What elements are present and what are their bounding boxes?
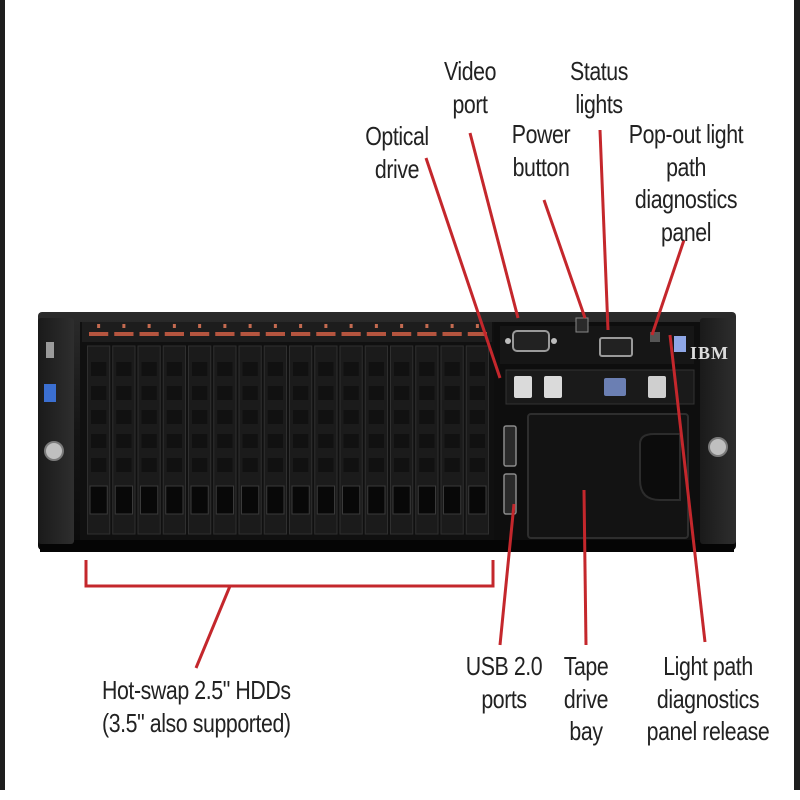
tape-door-latch bbox=[639, 433, 681, 501]
callout-video-port: Video port bbox=[443, 56, 497, 119]
callout-power-button: Power button bbox=[511, 119, 571, 182]
callout-hot-swap-hdds: Hot-swap 2.5" HDDs (3.5" also supported) bbox=[102, 675, 291, 738]
power-button-icon[interactable] bbox=[575, 317, 633, 357]
callout-status-lights: Status lights bbox=[570, 56, 628, 119]
hdd-bay-icon[interactable] bbox=[263, 324, 287, 535]
callout-optical-drive: Optical drive bbox=[365, 121, 429, 184]
panel-release-tab[interactable] bbox=[674, 336, 686, 352]
leader-line bbox=[598, 129, 610, 331]
handle-icon[interactable] bbox=[44, 441, 64, 461]
left-rack-ear bbox=[38, 318, 74, 544]
hdd-bay-icon[interactable] bbox=[188, 324, 212, 535]
hdd-bay-icon[interactable] bbox=[314, 324, 338, 535]
right-frame-edge bbox=[794, 0, 800, 790]
callout-panel-release: Light path diagnostics panel release bbox=[646, 651, 770, 746]
hdd-bay-icon[interactable] bbox=[339, 324, 363, 535]
status-led-icon bbox=[44, 384, 56, 402]
hdd-header-strip bbox=[82, 322, 492, 342]
left-frame-edge bbox=[0, 0, 5, 790]
leader-line bbox=[668, 334, 707, 643]
leader-line bbox=[498, 503, 516, 646]
leader-line bbox=[582, 489, 588, 646]
hdd-bay-icon[interactable] bbox=[289, 324, 313, 535]
hdd-bay-icon[interactable] bbox=[465, 324, 489, 535]
hdd-bay-icon[interactable] bbox=[112, 324, 136, 535]
hdd-bay-icon[interactable] bbox=[440, 324, 464, 535]
hdd-bay-icon[interactable] bbox=[238, 324, 262, 535]
callout-tape-drive: Tape drive bay bbox=[563, 651, 609, 746]
callout-usb-ports: USB 2.0 ports bbox=[465, 651, 543, 714]
hdd-bay-icon[interactable] bbox=[364, 324, 388, 535]
leader-line bbox=[194, 585, 232, 669]
leader-line bbox=[650, 239, 686, 336]
callout-popout-panel: Pop-out light path diagnostics panel bbox=[628, 119, 744, 247]
handle-icon[interactable] bbox=[708, 437, 728, 457]
leader-line bbox=[542, 199, 587, 319]
hdd-bay-icon[interactable] bbox=[137, 324, 161, 535]
hdd-bracket bbox=[84, 560, 495, 588]
leader-line bbox=[424, 157, 502, 379]
leader-line bbox=[468, 132, 520, 319]
vga-port-icon[interactable] bbox=[505, 330, 557, 352]
right-rack-ear bbox=[700, 318, 736, 544]
brand-logo: IBM bbox=[690, 343, 729, 363]
hdd-bay-icon[interactable] bbox=[415, 324, 439, 535]
hdd-bay-icon[interactable] bbox=[162, 324, 186, 535]
optical-drive-icon bbox=[514, 376, 666, 398]
hdd-bay-icon[interactable] bbox=[87, 324, 111, 535]
hdd-bay-icon[interactable] bbox=[213, 324, 237, 535]
hdd-bay-icon[interactable] bbox=[390, 324, 414, 535]
status-led-icon bbox=[650, 332, 660, 342]
status-led-icon bbox=[46, 342, 54, 358]
chassis-bottom-shadow bbox=[40, 540, 734, 552]
